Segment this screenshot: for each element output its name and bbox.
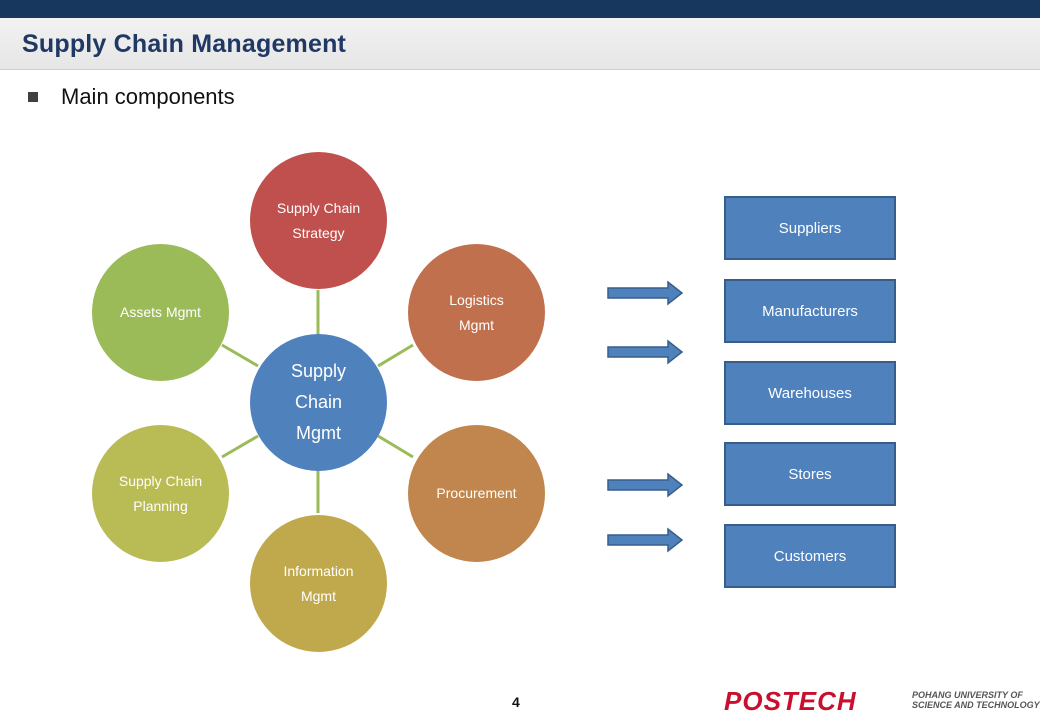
node-label: Information Mgmt [283,562,354,604]
connector-line [221,343,259,368]
node-label: Assets Mgmt [120,304,201,320]
entity-label: Manufacturers [762,302,858,320]
entity-label: Warehouses [768,384,852,402]
node-logistics-mgmt: Logistics Mgmt [408,244,545,381]
entity-label: Suppliers [778,219,842,237]
bullet-text: Main components [61,84,235,109]
logo-subtitle: POHANG UNIVERSITY OF SCIENCE AND TECHNOL… [912,690,1040,710]
node-label: Logistics Mgmt [449,291,504,333]
block-arrows [607,280,684,553]
entity-label: Customers [773,547,847,565]
block-arrow [607,280,684,306]
block-arrow [607,472,684,498]
entity-label: Stores [788,465,832,483]
node-label: Supply Chain Strategy [276,199,361,241]
entity-box-suppliers: Suppliers [724,196,896,260]
entity-box-warehouses: Warehouses [724,361,896,425]
entity-box-manufacturers: Manufacturers [724,279,896,343]
node-information-mgmt: Information Mgmt [250,515,387,652]
node-assets-mgmt: Assets Mgmt [92,244,229,381]
block-arrow [607,527,684,553]
connector-line [377,343,414,368]
node-supply-chain-strategy: Supply Chain Strategy [250,152,387,289]
node-label: Supply Chain Planning [118,472,203,514]
node-label: Procurement [436,485,517,501]
center-node-supply-chain-mgmt: Supply Chain Mgmt [250,334,387,471]
page-title: Supply Chain Management [22,30,347,58]
logo-wordmark: POSTECH [724,686,857,716]
node-supply-chain-planning: Supply Chain Planning [92,425,229,562]
top-accent-bar [0,0,1040,18]
connector-line [377,434,414,459]
center-node-label: Supply Chain Mgmt [290,361,347,443]
entity-box-stores: Stores [724,442,896,506]
title-bar: Supply Chain Management [0,18,1040,70]
block-arrow [607,339,684,365]
bullet-square-icon [28,92,38,102]
connector-lines [221,290,414,513]
connector-line [221,434,259,459]
page-number: 4 [512,694,520,710]
node-procurement: Procurement [408,425,545,562]
entity-box-customers: Customers [724,524,896,588]
